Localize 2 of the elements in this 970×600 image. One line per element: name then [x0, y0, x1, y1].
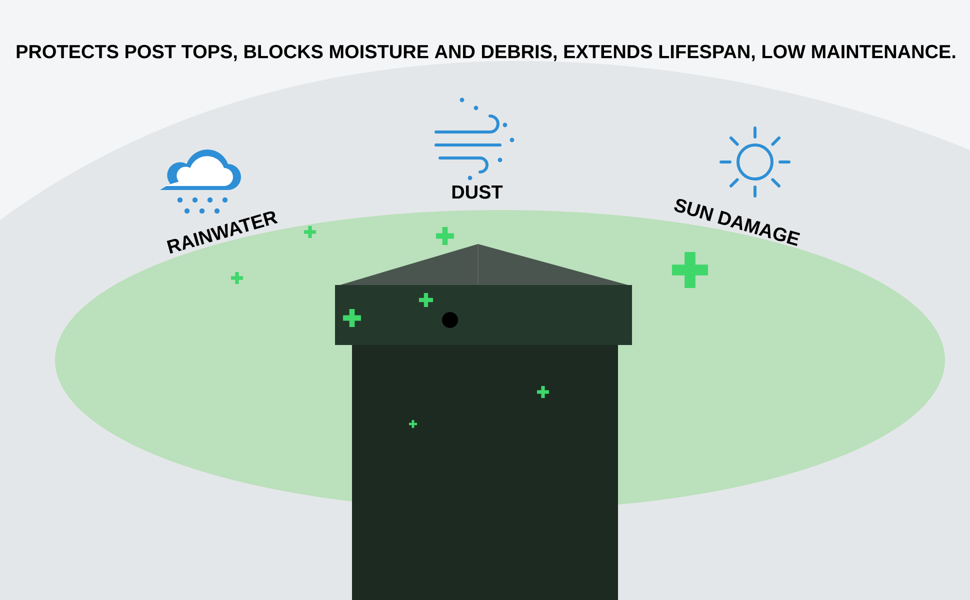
hazard-label: DUST [452, 185, 503, 199]
headline: PROTECTS POST TOPS, BLOCKS MOISTURE AND DEBRIS, EXTENDS LIFESPAN, LOW MAINTENANCE. [16, 44, 956, 62]
